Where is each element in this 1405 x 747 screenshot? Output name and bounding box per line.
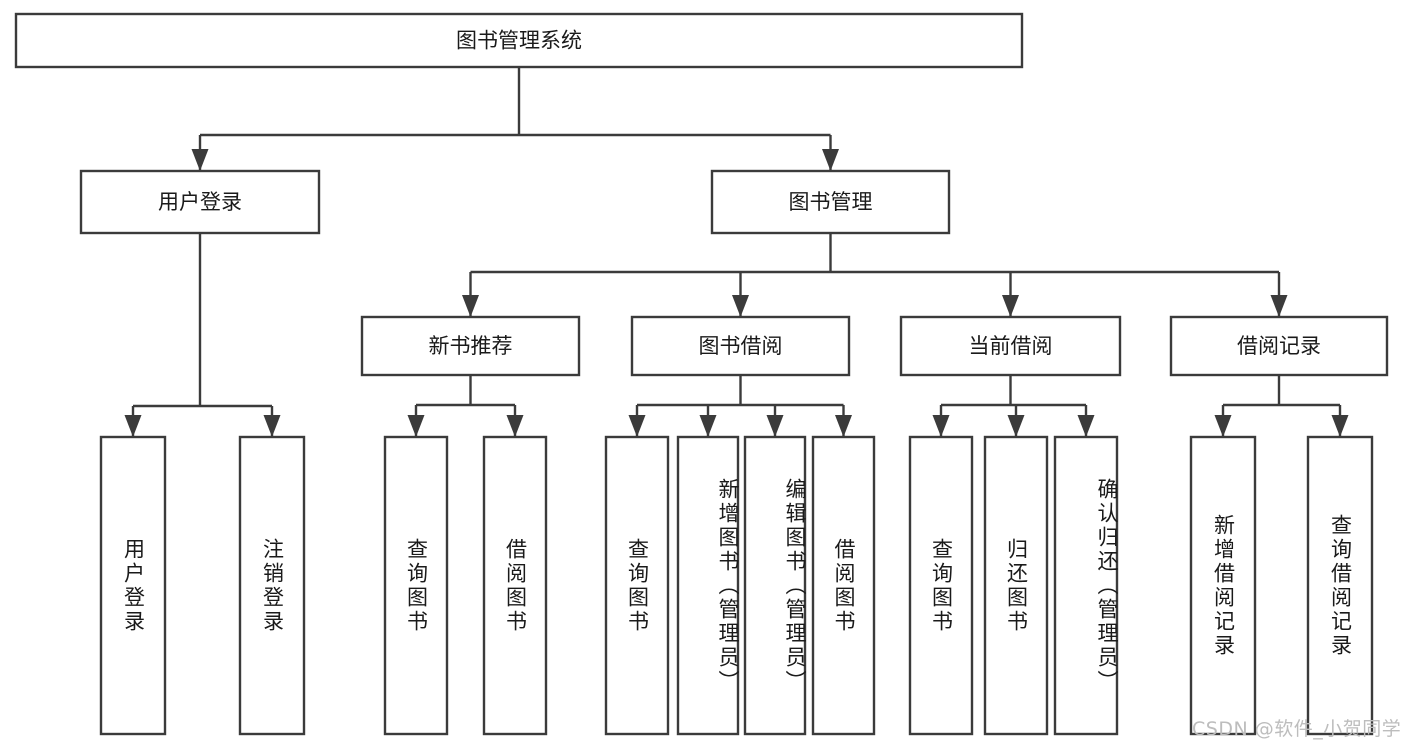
node-leaf-query-book-3[interactable] bbox=[908, 435, 974, 736]
arrow-head-icon-leaf-query-book-1 bbox=[407, 415, 425, 437]
node-book-borrow[interactable] bbox=[630, 315, 851, 377]
node-leaf-confirm-return[interactable] bbox=[1053, 435, 1119, 736]
node-borrow-record-label: 借阅记录 bbox=[1237, 334, 1321, 358]
node-leaf-query-book-1[interactable] bbox=[383, 435, 449, 736]
arrow-head-icon-new-book-rec bbox=[462, 295, 479, 317]
arrow-head-icon-leaf-query-book-3 bbox=[932, 415, 950, 437]
node-root[interactable] bbox=[14, 12, 1024, 69]
arrow-head-icon-leaf-add-record bbox=[1214, 415, 1232, 437]
node-root-label: 图书管理系统 bbox=[456, 29, 582, 53]
node-borrow-record[interactable] bbox=[1169, 315, 1389, 377]
node-leaf-edit-book[interactable] bbox=[743, 435, 807, 736]
node-book-manage[interactable] bbox=[710, 169, 951, 235]
node-book-borrow-label: 图书借阅 bbox=[699, 334, 783, 358]
node-current-borrow[interactable] bbox=[899, 315, 1122, 377]
arrow-head-icon-book-borrow bbox=[732, 295, 749, 317]
arrow-head-icon-leaf-return-book bbox=[1007, 415, 1025, 437]
node-leaf-user-logout[interactable] bbox=[238, 435, 306, 736]
node-user-login-label: 用户登录 bbox=[158, 190, 242, 214]
arrow-head-icon-leaf-add-book bbox=[699, 415, 717, 437]
node-book-manage-label: 图书管理 bbox=[789, 190, 873, 214]
arrow-head-icon-leaf-edit-book bbox=[766, 415, 784, 437]
connector-layer bbox=[124, 67, 1349, 437]
node-new-book-rec-label: 新书推荐 bbox=[429, 334, 513, 358]
arrow-head-icon-borrow-record bbox=[1270, 295, 1288, 317]
arrow-head-icon-leaf-query-record bbox=[1331, 415, 1349, 437]
node-leaf-user-login[interactable] bbox=[99, 435, 167, 736]
arrow-head-icon-current-borrow bbox=[1002, 295, 1019, 317]
node-leaf-borrow-book-2[interactable] bbox=[811, 435, 876, 736]
node-leaf-return-book[interactable] bbox=[983, 435, 1049, 736]
arrow-head-icon-book-manage bbox=[822, 149, 839, 171]
arrow-head-icon-leaf-user-login bbox=[124, 415, 142, 437]
node-user-login[interactable] bbox=[79, 169, 321, 235]
arrow-head-icon-leaf-user-logout bbox=[263, 415, 281, 437]
node-leaf-borrow-book-1[interactable] bbox=[482, 435, 548, 736]
node-leaf-add-book[interactable] bbox=[676, 435, 740, 736]
arrow-head-icon-leaf-borrow-book-1 bbox=[506, 415, 524, 437]
arrow-head-icon-user-login bbox=[191, 149, 209, 171]
arrow-head-icon-leaf-query-book-2 bbox=[628, 415, 646, 437]
node-current-borrow-label: 当前借阅 bbox=[969, 334, 1053, 358]
watermark-text: CSDN @软件_小贺同学 bbox=[1192, 718, 1402, 740]
node-leaf-query-record[interactable] bbox=[1306, 435, 1374, 736]
node-leaf-add-record[interactable] bbox=[1189, 435, 1257, 736]
arrow-head-icon-leaf-borrow-book-2 bbox=[835, 415, 852, 437]
arrow-head-icon-leaf-confirm-return bbox=[1077, 415, 1095, 437]
node-leaf-query-book-2[interactable] bbox=[604, 435, 670, 736]
node-new-book-rec[interactable] bbox=[360, 315, 581, 377]
node-box-layer bbox=[14, 12, 1389, 736]
